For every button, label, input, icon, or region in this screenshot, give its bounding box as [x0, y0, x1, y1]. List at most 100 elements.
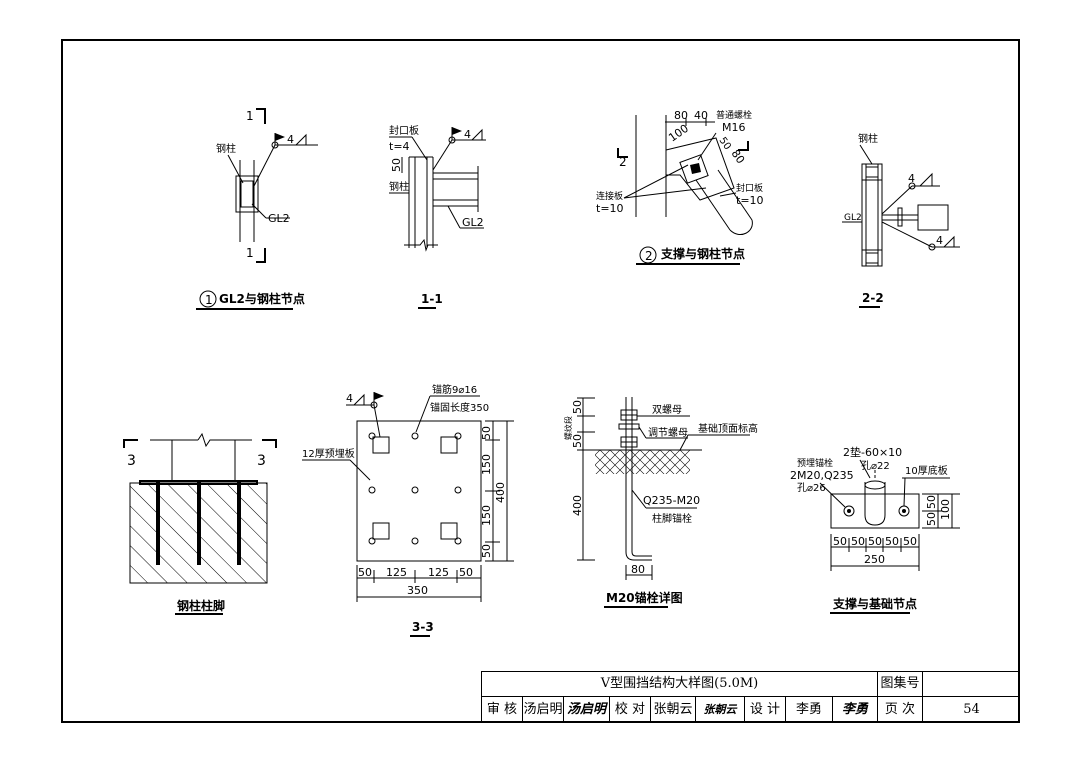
- bolt-size: M16: [722, 121, 746, 134]
- dim-50-v-b: 50: [925, 512, 938, 526]
- washer-hole: 孔⌀22: [861, 460, 890, 472]
- bolt-label: 普通螺栓: [716, 109, 752, 121]
- plate-label: 12厚预埋板: [302, 447, 355, 460]
- view-2-2-section: 钢柱 GL2 4 4 2-2: [842, 132, 960, 308]
- view-m20-anchor-bolt: 50 50 400 螺纹段 双螺母 调节螺母 基础顶面标高 Q235-M20 柱…: [563, 397, 758, 608]
- view-number: 1: [205, 293, 213, 307]
- dim-50-h-d: 50: [885, 535, 899, 548]
- dim-50-right: 50: [459, 566, 473, 579]
- title-block-top-line: [482, 671, 1020, 672]
- sheet-border: [61, 39, 1020, 723]
- design-label: 设 计: [749, 702, 781, 717]
- embed-label: 预埋锚栓: [797, 457, 833, 469]
- section-mark-top: 1: [246, 109, 254, 123]
- weld-size: 4: [464, 128, 471, 141]
- view-title: 钢柱柱脚: [177, 598, 225, 613]
- elev-label: 基础顶面标高: [698, 422, 758, 435]
- checker-signature: 张朝云: [703, 703, 737, 716]
- cover-plate-label: 封口板: [389, 124, 419, 137]
- dim-250: 250: [864, 553, 885, 566]
- weld-top: 4: [908, 172, 915, 185]
- view-title: 2-2: [862, 291, 884, 305]
- t-value: t=4: [389, 140, 410, 153]
- dim-50-v-a: 50: [925, 495, 938, 509]
- page-label: 页 次: [884, 702, 916, 717]
- dim-50-h-b: 50: [851, 535, 865, 548]
- checker-name: 张朝云: [653, 702, 693, 717]
- anchor-label: 锚筋9⌀16: [432, 383, 477, 396]
- view-1-1-section: 封口板 t=4 50 钢柱 GL2 4 1-1: [389, 124, 486, 309]
- dim-350: 350: [407, 584, 428, 597]
- material-label: Q235-M20: [643, 494, 700, 507]
- title-block-mid-line: [482, 696, 1020, 697]
- adjust-nut-label: 调节螺母: [648, 427, 688, 439]
- designer-name: 李勇: [795, 702, 822, 717]
- dim-50-a: 50: [571, 400, 584, 414]
- column-label: 钢柱: [216, 142, 236, 155]
- page-number: 54: [963, 702, 980, 717]
- dim-50-h-a: 50: [833, 535, 847, 548]
- view-title: 支撑与钢柱节点: [660, 246, 745, 261]
- dim-50-top: 50: [480, 426, 493, 440]
- anchor-length: 锚固长度350: [430, 401, 489, 414]
- dim-150-b: 150: [480, 505, 493, 526]
- section-mark-bottom: 1: [246, 246, 254, 260]
- washer-label: 2垫-60×10: [843, 445, 902, 459]
- reviewer-signature: 汤启明: [566, 702, 606, 717]
- bolt-name-label: 柱脚锚栓: [652, 512, 692, 525]
- weld-bottom: 4: [936, 234, 943, 247]
- section-mark-right: 3: [257, 453, 266, 469]
- title-row: V型围挡结构大样图(5.0M) 图集号: [482, 671, 1020, 696]
- view-title: M20锚栓详图: [606, 590, 683, 605]
- view-3-3-embed-plate: 4 锚筋9⌀16 锚固长度350 12厚预埋板 50 150 150 50 40…: [302, 383, 514, 637]
- double-nut-label: 双螺母: [652, 404, 682, 416]
- section-mark-left: 2: [619, 155, 627, 169]
- dim-50-bottom: 50: [480, 544, 493, 558]
- dim-50: 50: [390, 158, 403, 172]
- dim-40: 40: [694, 109, 708, 122]
- dim-50: 50: [717, 135, 733, 152]
- embed-spec: 2M20,Q235: [790, 469, 854, 482]
- weld-size: 4: [287, 133, 294, 146]
- designer-signature: 李勇: [841, 702, 868, 717]
- view-title: 3-3: [412, 620, 434, 634]
- dim-50-h-e: 50: [903, 535, 917, 548]
- check-label: 校 对: [614, 702, 646, 717]
- view-2-brace-column-joint: 2 80 40 100 50 80 普通螺栓 M16 连接板 t=10 封口板 …: [596, 109, 764, 265]
- hole-label: 孔⌀26: [797, 482, 826, 494]
- section-mark-left: 3: [127, 453, 136, 469]
- drawing-title: V型围挡结构大样图(5.0M): [600, 676, 759, 691]
- column-label: 钢柱: [389, 180, 409, 193]
- beam-label: GL2: [844, 213, 862, 223]
- plate-label: 连接板: [596, 190, 623, 202]
- cover-t: t=10: [736, 194, 764, 207]
- dim-125-a: 125: [386, 566, 407, 579]
- atlas-label: 图集号: [880, 676, 920, 691]
- view-title: 支撑与基础节点: [832, 596, 917, 611]
- review-label: 审 核: [486, 702, 518, 717]
- view-title: 1-1: [421, 292, 443, 306]
- atlas-value: [923, 671, 1020, 696]
- reviewer-name: 汤启明: [523, 702, 563, 717]
- title-block: V型围挡结构大样图(5.0M) 图集号 审 核 汤启明 汤启明 校 对 张朝云 …: [481, 671, 1020, 722]
- beam-label: GL2: [462, 216, 484, 229]
- dim-50-b: 50: [571, 434, 584, 448]
- signature-row: 审 核 汤启明 汤启明 校 对 张朝云 张朝云 设 计 李勇 李勇 页 次 54: [482, 697, 1020, 722]
- thread-label: 螺纹段: [563, 416, 573, 440]
- view-brace-foundation-joint: 预埋锚栓 2M20,Q235 孔⌀26 2垫-60×10 孔⌀22 10厚底板 …: [790, 445, 960, 614]
- dim-125-b: 125: [428, 566, 449, 579]
- dim-150-a: 150: [480, 454, 493, 475]
- dim-50-left: 50: [358, 566, 372, 579]
- column-label: 钢柱: [858, 132, 878, 145]
- weld-size: 4: [346, 392, 353, 405]
- view-1-gl2-column-joint: 1 1 钢柱 GL2 4 1 GL2与钢柱节点: [196, 108, 318, 310]
- dim-80: 80: [674, 109, 688, 122]
- base-plate-label: 10厚底板: [905, 464, 948, 477]
- dim-50-h-c: 50: [868, 535, 882, 548]
- dim-400: 400: [571, 495, 584, 516]
- plate-t: t=10: [596, 202, 624, 215]
- cover-label: 封口板: [736, 182, 763, 194]
- view-title: GL2与钢柱节点: [219, 291, 305, 306]
- view-number: 2: [645, 249, 653, 263]
